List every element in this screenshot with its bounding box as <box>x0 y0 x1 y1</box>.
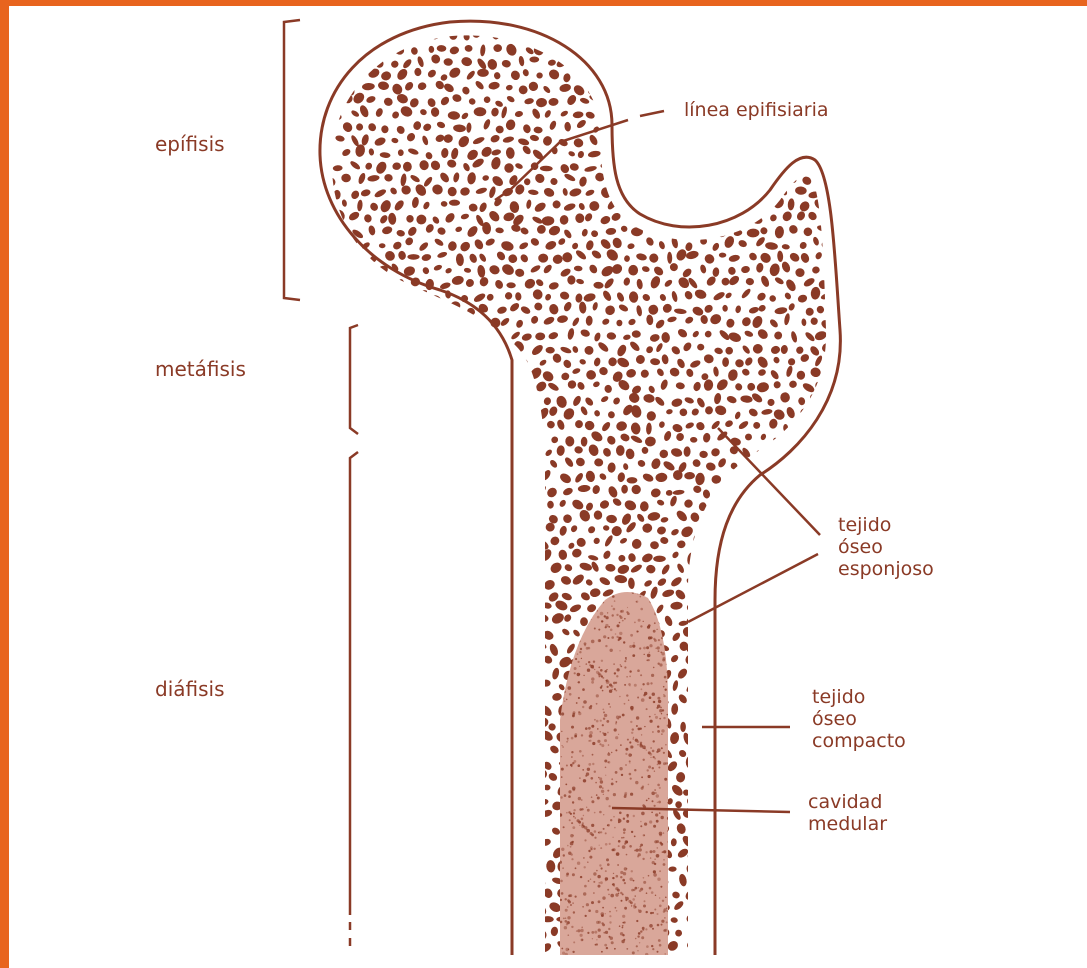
cavidad-medular-label: cavidad medular <box>808 791 887 835</box>
tejido-esponjoso-line-2: óseo <box>838 536 934 558</box>
metafisis-label: metáfisis <box>155 358 246 380</box>
esponjoso-leader-lower <box>688 554 818 622</box>
linea-epifisiaria-label: línea epifisiaria <box>684 99 829 121</box>
epifisis-label: epífisis <box>155 133 225 155</box>
cavidad-medular-line-1: cavidad <box>808 791 887 813</box>
medullary-cavity-region <box>559 589 672 956</box>
tejido-compacto-line-2: óseo <box>812 708 906 730</box>
epifisis-bracket <box>284 20 300 300</box>
diafisis-bracket <box>350 452 358 915</box>
tejido-compacto-label: tejido óseo compacto <box>812 686 906 752</box>
diafisis-label: diáfisis <box>155 678 225 700</box>
tejido-esponjoso-label: tejido óseo esponjoso <box>838 514 934 580</box>
top-accent-border <box>0 0 1087 6</box>
tejido-esponjoso-line-1: tejido <box>838 514 934 536</box>
metafisis-bracket <box>350 325 358 434</box>
tejido-compacto-line-1: tejido <box>812 686 906 708</box>
cavidad-medular-line-2: medular <box>808 813 887 835</box>
left-accent-border <box>0 0 9 968</box>
tejido-esponjoso-line-3: esponjoso <box>838 558 934 580</box>
tejido-compacto-line-3: compacto <box>812 730 906 752</box>
esponjoso-leader-upper <box>718 428 820 535</box>
